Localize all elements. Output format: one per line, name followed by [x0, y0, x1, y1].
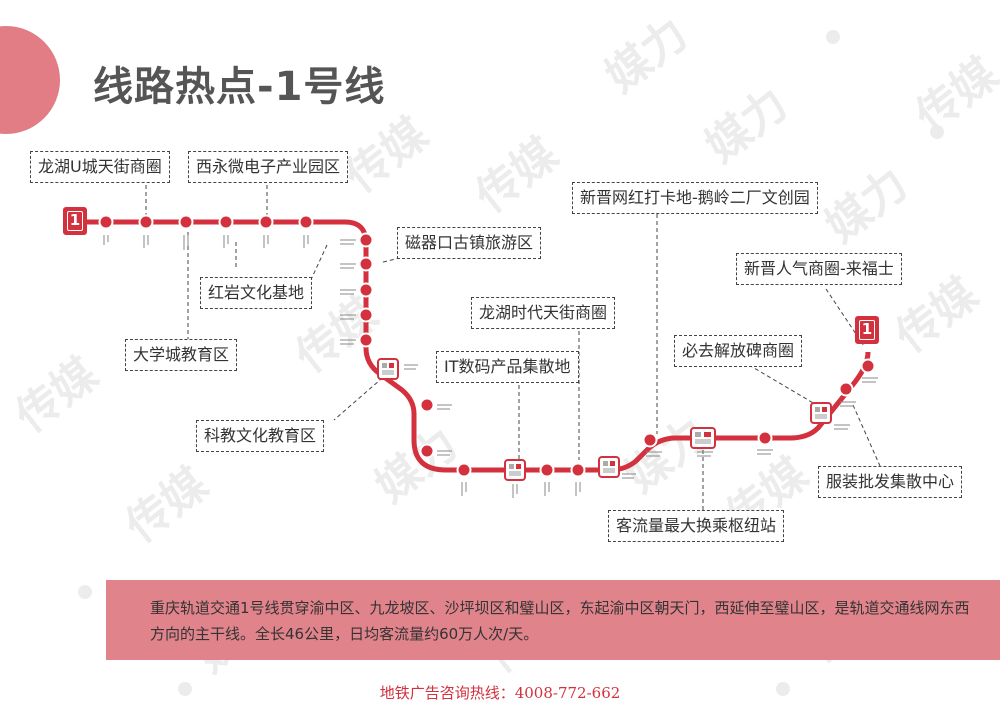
station	[419, 397, 435, 413]
station	[419, 443, 435, 459]
station	[358, 256, 374, 272]
callout-hongyan: 红岩文化基地	[200, 277, 313, 309]
line-badge-label: 1	[859, 320, 875, 340]
line-badge-east: 1	[855, 316, 879, 344]
station	[298, 214, 314, 230]
page-title: 线路热点-1号线	[93, 64, 386, 110]
line-badge-label: 1	[67, 211, 83, 231]
info-text: 重庆轨道交通1号线贯穿渝中区、九龙坡区、沙坪坝区和璧山区，东起渝中区朝天门，西延…	[150, 599, 970, 643]
station	[539, 462, 555, 478]
ad-hotline: 地铁广告咨询热线：4008-772-662	[379, 684, 621, 702]
watermark-dot	[826, 30, 840, 44]
callout-eling: 新晋网红打卡地-鹅岭二厂文创园	[572, 182, 818, 214]
callout-daxuecheng: 大学城教育区	[125, 339, 238, 371]
station	[358, 307, 374, 323]
station	[178, 214, 194, 230]
callout-ciqikou: 磁器口古镇旅游区	[397, 227, 542, 259]
watermark-dot	[78, 585, 92, 599]
station	[757, 430, 773, 446]
station	[860, 358, 876, 374]
callout-raffles: 新晋人气商圈-来福士	[736, 253, 902, 285]
station	[358, 232, 374, 248]
callout-jiefangbei: 必去解放碑商圈	[674, 335, 803, 367]
callout-longhu-shidai: 龙湖时代天街商圈	[471, 297, 616, 329]
stations	[98, 214, 876, 478]
station	[570, 462, 586, 478]
callout-xiyong: 西永微电子产业园区	[188, 151, 349, 183]
station	[358, 282, 374, 298]
line-1-route	[84, 219, 871, 473]
station	[358, 332, 374, 348]
station-label-marks	[103, 235, 878, 498]
callout-transfer-hub: 客流量最大换乘枢纽站	[608, 510, 785, 542]
line-badge-west: 1	[63, 207, 87, 235]
station	[642, 432, 658, 448]
station	[838, 381, 854, 397]
callout-it: IT数码产品集散地	[436, 351, 579, 383]
station	[258, 214, 274, 230]
callout-kejiao: 科教文化教育区	[196, 420, 325, 452]
watermark-dot	[178, 682, 192, 696]
info-panel: 重庆轨道交通1号线贯穿渝中区、九龙坡区、沙坪坝区和璧山区，东起渝中区朝天门，西延…	[106, 580, 1000, 660]
station	[456, 462, 472, 478]
station	[138, 214, 154, 230]
callout-clothing: 服装批发集散中心	[818, 466, 963, 498]
watermark-dot	[776, 682, 790, 696]
watermark-dot	[930, 125, 944, 139]
callout-longhu-ucity: 龙湖U城天街商圈	[30, 151, 170, 183]
interchange-stations	[377, 358, 832, 481]
station	[218, 214, 234, 230]
station	[98, 214, 114, 230]
